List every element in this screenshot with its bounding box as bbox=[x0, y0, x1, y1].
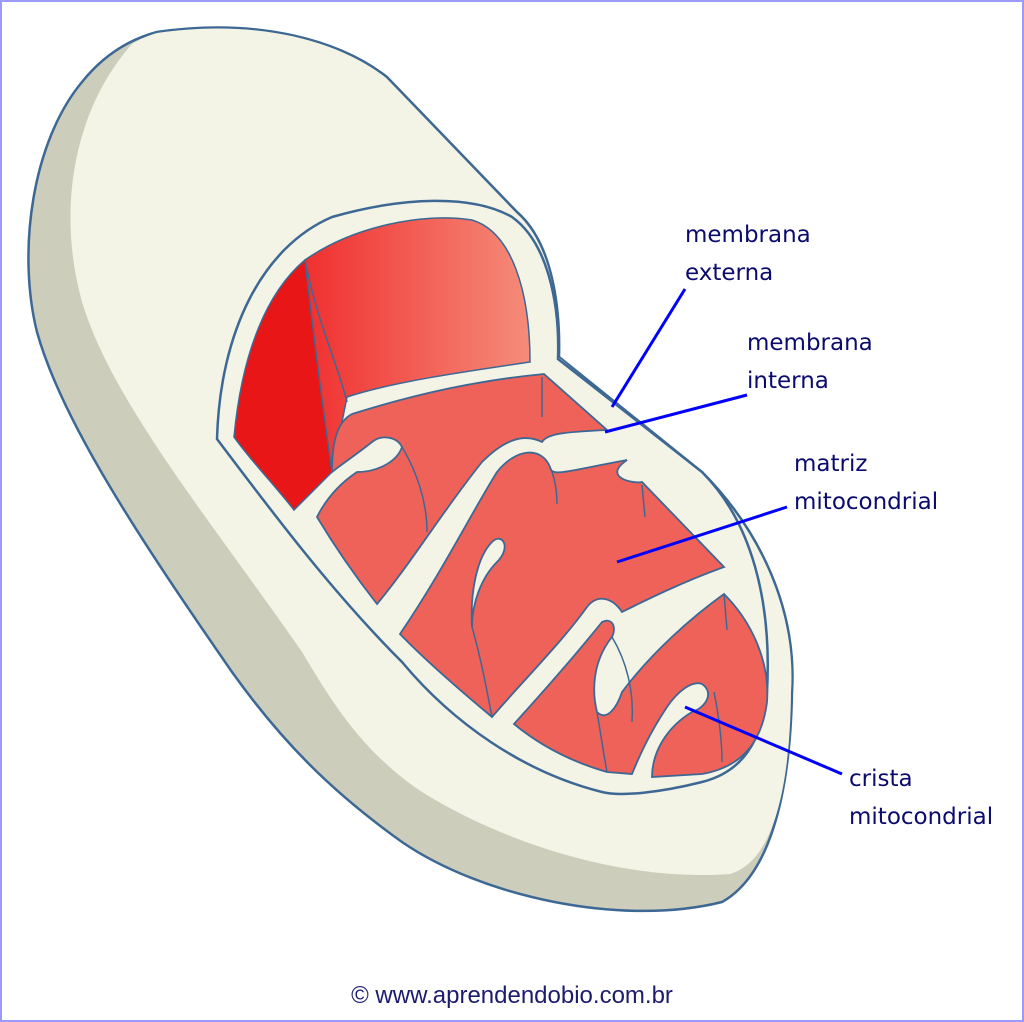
label-line: interna bbox=[747, 368, 829, 394]
cristae-detail-lines bbox=[304, 259, 728, 773]
label-line: crista bbox=[849, 766, 913, 792]
label-line: matriz bbox=[794, 451, 868, 477]
label-outer-membrane: membrana externa bbox=[685, 216, 811, 292]
pointer-lines bbox=[604, 288, 843, 776]
inner-membrane-top-light bbox=[304, 217, 531, 473]
label-line: membrana bbox=[685, 222, 811, 248]
label-line: externa bbox=[685, 260, 774, 286]
label-matrix: matriz mitocondrial bbox=[794, 445, 938, 521]
pointer-crista bbox=[684, 705, 843, 776]
matrix-panel-2 bbox=[398, 451, 726, 719]
label-crista: crista mitocondrial bbox=[849, 760, 993, 836]
pointer-outer-membrane bbox=[610, 288, 687, 408]
label-line: membrana bbox=[747, 330, 873, 356]
copyright-credit: © www.aprendendobio.com.br bbox=[351, 982, 673, 1009]
pointer-inner-membrane bbox=[604, 393, 748, 434]
label-line: mitocondrial bbox=[849, 804, 994, 830]
label-inner-membrane: membrana interna bbox=[747, 324, 873, 400]
pointer-matrix bbox=[616, 505, 788, 564]
label-line: mitocondrial bbox=[794, 489, 939, 515]
